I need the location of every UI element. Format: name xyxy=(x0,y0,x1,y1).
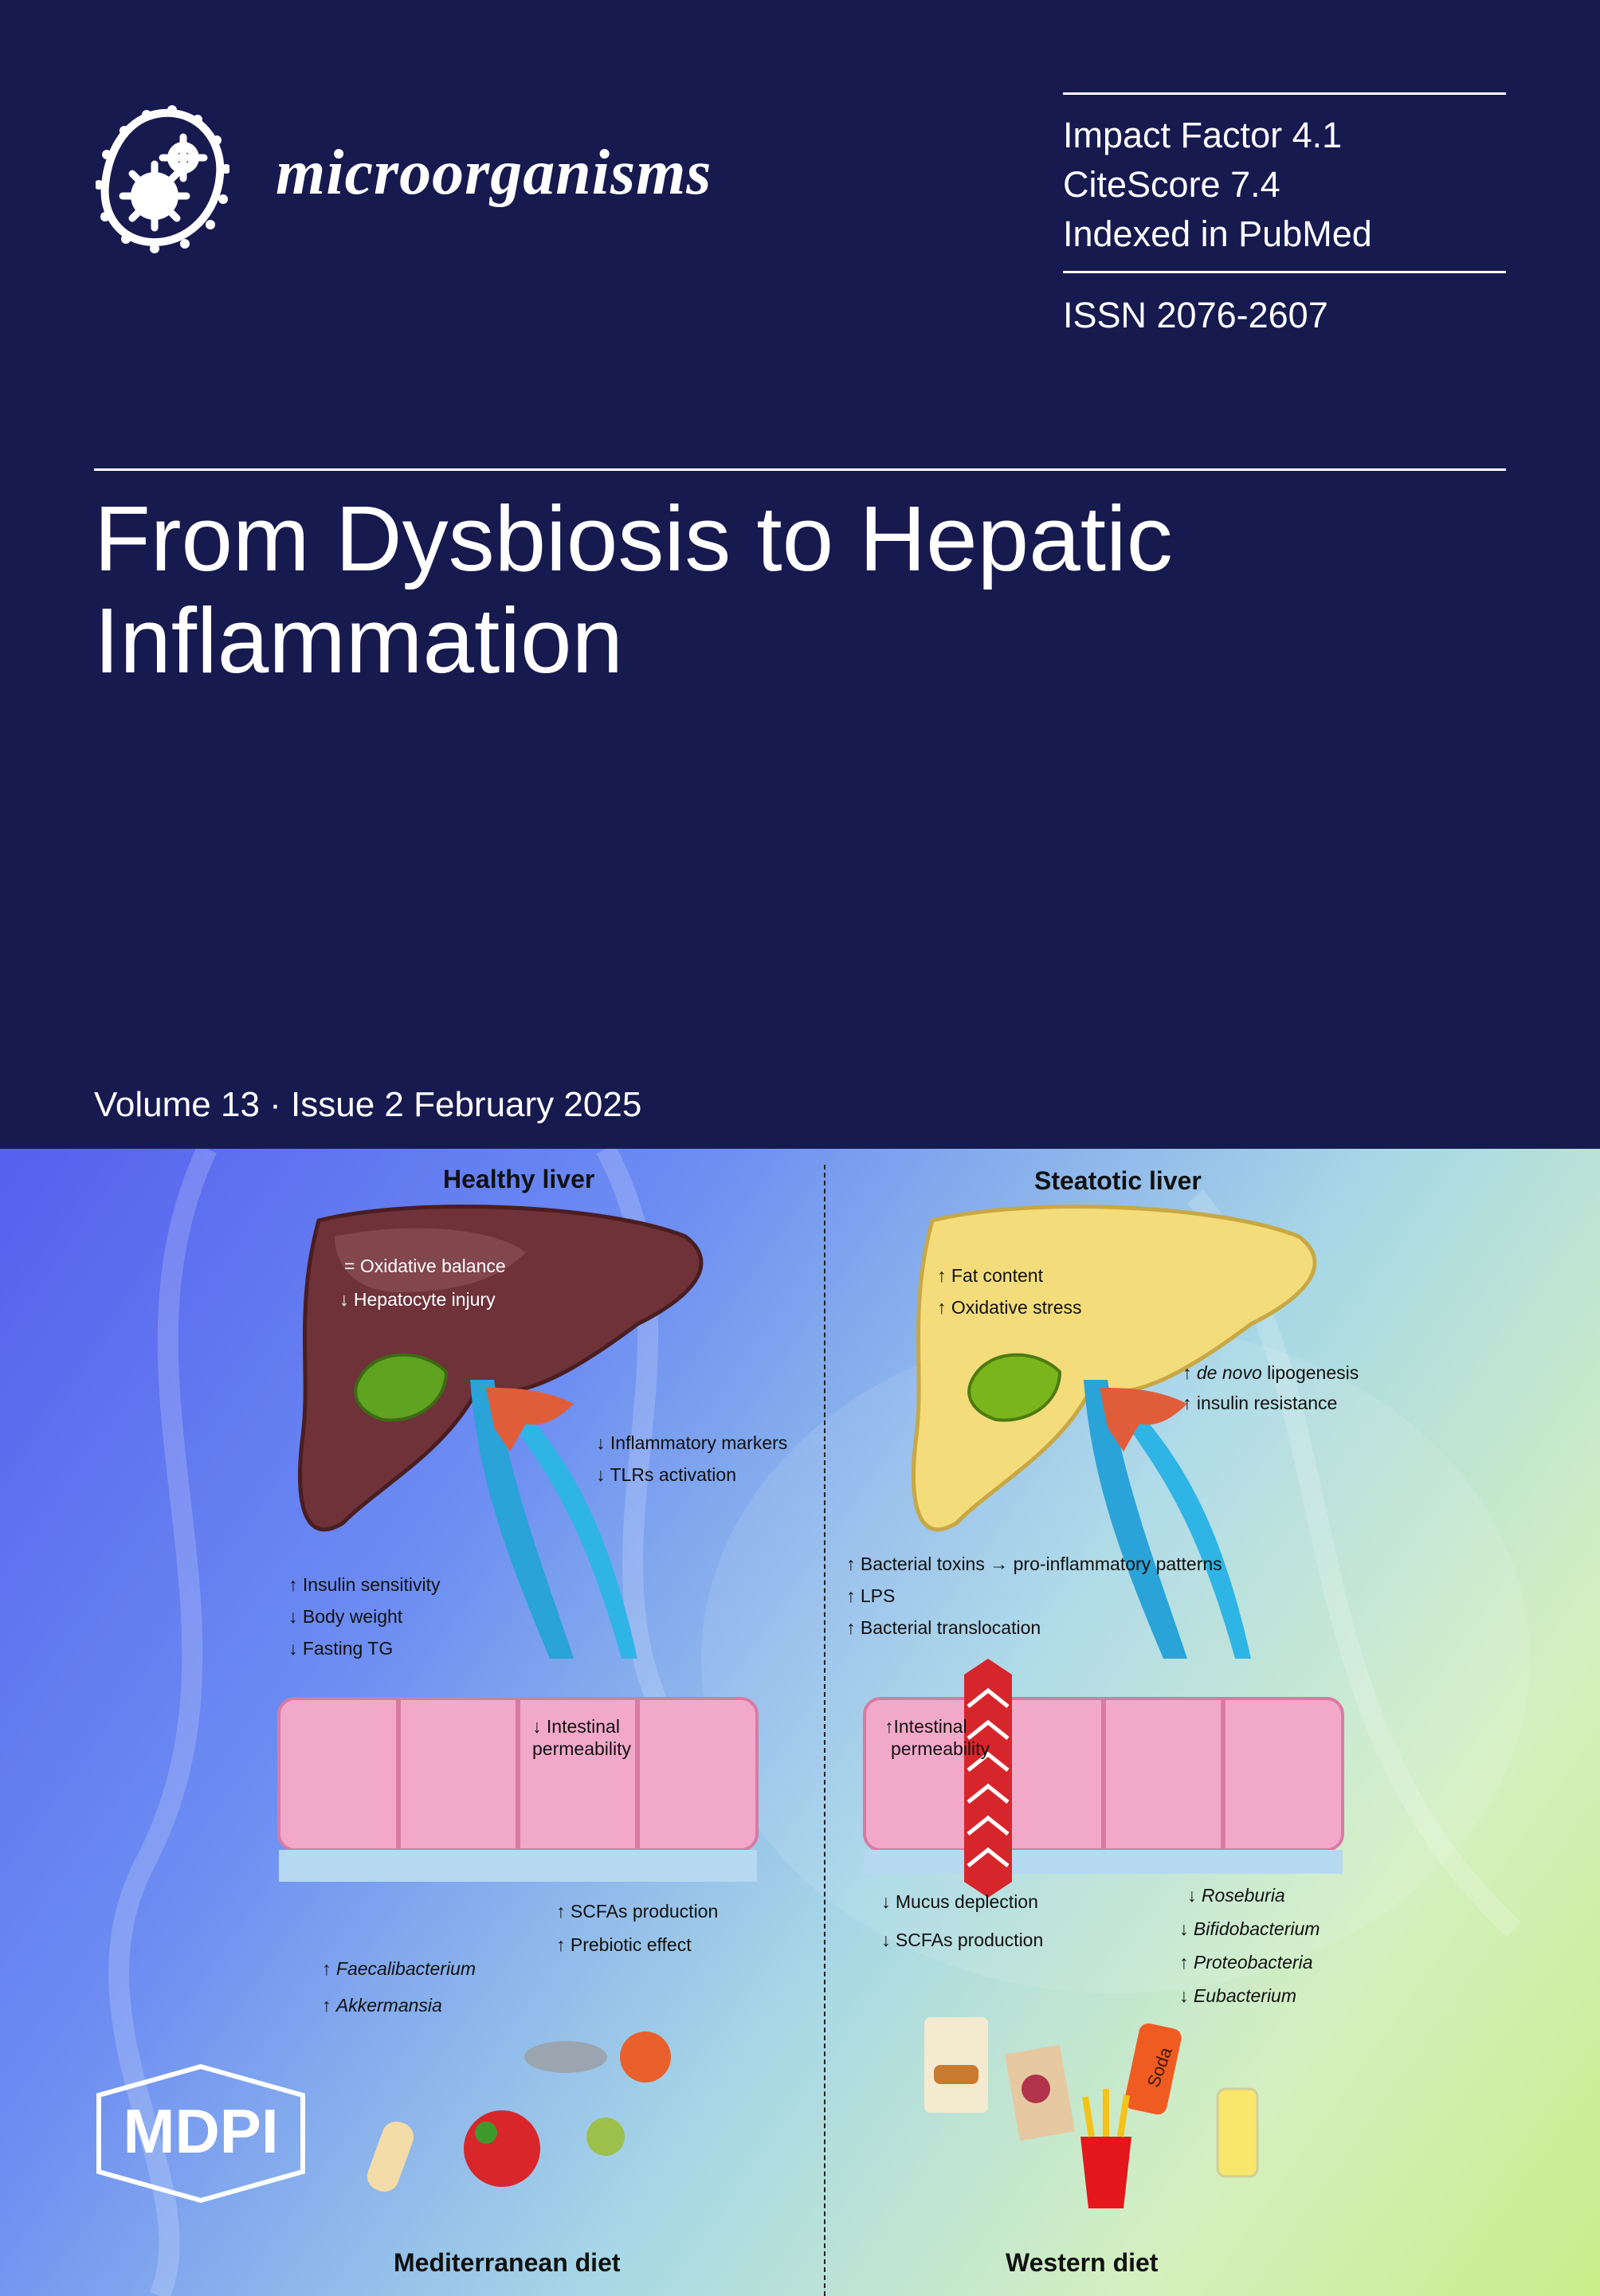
steatotic-note: permeability xyxy=(891,1738,990,1759)
proteobacteria: Proteobacteria xyxy=(1193,1952,1313,1973)
healthy-note: ↓ Body weight xyxy=(288,1606,403,1627)
steatotic-note: ↓ Mucus deplection xyxy=(881,1891,1038,1912)
de-novo: de novo xyxy=(1196,1362,1262,1383)
steatotic-note: ↑ Fat content xyxy=(937,1265,1043,1286)
healthy-note: permeability xyxy=(532,1738,631,1759)
metrics-bottom-divider xyxy=(1063,271,1506,273)
steatotic-note: ↑ Bacterial toxins → pro-inflammatory pa… xyxy=(846,1554,1222,1574)
metrics-top-divider xyxy=(1063,92,1506,95)
healthy-note: ↑ Akkermansia xyxy=(322,1995,442,2016)
microorganism-logo-icon xyxy=(96,105,229,253)
akkermansia: Akkermansia xyxy=(335,1995,442,2016)
healthy-note: ↓ Intestinal xyxy=(532,1716,620,1737)
illustration-artwork xyxy=(108,1149,1530,2296)
healthy-note: ↓ Inflammatory markers xyxy=(596,1432,788,1453)
cover-illustration: Healthy liver Steatotic liver = Oxidativ… xyxy=(0,1149,1600,2296)
bifidobacterium: Bifidobacterium xyxy=(1193,1918,1320,1939)
western-diet-label: Western diet xyxy=(1006,2248,1159,2277)
illustration-divider xyxy=(824,1165,825,2296)
steatotic-note: ↓ Bifidobacterium xyxy=(1179,1918,1320,1939)
steatotic-note: ↑ insulin resistance xyxy=(1182,1393,1338,1413)
steatotic-note: ↑ Bacterial translocation xyxy=(846,1617,1041,1638)
journal-name: microorganisms xyxy=(276,138,712,208)
steatotic-liver-label: Steatotic liver xyxy=(1034,1166,1202,1195)
healthy-note: ↑ Faecalibacterium xyxy=(322,1958,476,1979)
citescore: CiteScore 7.4 xyxy=(1063,164,1280,205)
title-divider xyxy=(94,468,1506,471)
impact-factor: Impact Factor 4.1 xyxy=(1063,115,1343,155)
eubacterium: Eubacterium xyxy=(1193,1985,1297,2006)
steatotic-note: ↑ Proteobacteria xyxy=(1179,1952,1313,1973)
mdpi-logo-icon: MDPI xyxy=(96,2063,305,2204)
steatotic-note: ↓ Roseburia xyxy=(1187,1885,1285,1906)
healthy-liver-label: Healthy liver xyxy=(443,1165,595,1193)
steatotic-intestine xyxy=(863,1659,1344,1898)
steatotic-note: ↑ LPS xyxy=(846,1585,896,1606)
steatotic-note: ↓ SCFAs production xyxy=(881,1930,1044,1950)
issn: ISSN 2076-2607 xyxy=(1063,295,1328,335)
healthy-note: ↑ SCFAs production xyxy=(556,1901,719,1922)
roseburia: Roseburia xyxy=(1201,1885,1285,1906)
healthy-note: ↑ Prebiotic effect xyxy=(556,1934,692,1955)
mediterranean-diet-label: Mediterranean diet xyxy=(394,2248,621,2277)
steatotic-note: ↓ Eubacterium xyxy=(1179,1985,1297,2006)
mdpi-logo-text: MDPI xyxy=(124,2096,279,2166)
western-food xyxy=(924,2017,1259,2208)
steatotic-note: ↑ de novo lipogenesis xyxy=(1182,1362,1359,1383)
mediterranean-food xyxy=(367,2032,671,2192)
healthy-note: ↓ Fasting TG xyxy=(288,1638,394,1659)
volume-issue: Volume 13 · Issue 2 February 2025 xyxy=(94,1085,642,1124)
cover-header: microorganisms Impact Factor 4.1 CiteSco… xyxy=(94,92,1506,1124)
healthy-note: = Oxidative balance xyxy=(344,1256,506,1276)
steatotic-note: ↑ Oxidative stress xyxy=(937,1297,1082,1318)
healthy-note: ↓ TLRs activation xyxy=(596,1464,736,1485)
article-title: From Dysbiosis to Hepatic Inflammation xyxy=(94,487,1173,692)
healthy-note: ↑ Insulin sensitivity xyxy=(288,1574,441,1595)
healthy-intestine xyxy=(277,1697,759,1882)
indexed-in-pubmed: Indexed in PubMed xyxy=(1063,214,1372,254)
healthy-note: ↓ Hepatocyte injury xyxy=(339,1289,496,1310)
lipogenesis: lipogenesis xyxy=(1261,1362,1359,1383)
faecalibacterium: Faecalibacterium xyxy=(335,1958,476,1979)
steatotic-note: ↑Intestinal xyxy=(884,1716,967,1737)
